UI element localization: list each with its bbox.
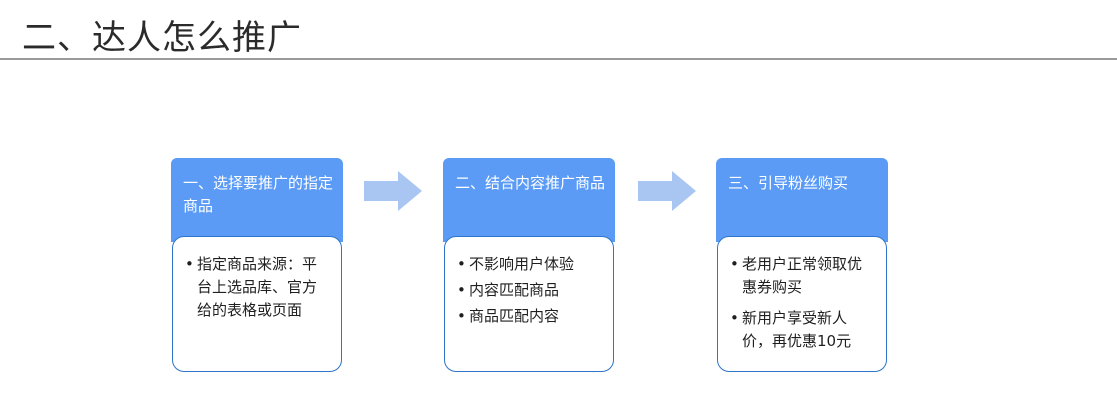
step-2-item-3: 商品匹配内容 — [457, 305, 603, 328]
step-1-list: 指定商品来源：平台上选品库、官方给的表格或页面 — [185, 253, 331, 322]
step-3-heading: 三、引导粉丝购买 — [716, 158, 888, 242]
step-2-body: 不影响用户体验 内容匹配商品 商品匹配内容 — [444, 236, 614, 372]
step-2-list: 不影响用户体验 内容匹配商品 商品匹配内容 — [457, 253, 603, 328]
step-2-item-2: 内容匹配商品 — [457, 279, 603, 302]
step-3-body: 老用户正常领取优惠券购买 新用户享受新人价，再优惠10元 — [717, 236, 887, 372]
right-arrow-icon — [638, 171, 696, 211]
step-2-heading: 二、结合内容推广商品 — [443, 158, 615, 242]
step-3: 三、引导粉丝购买 老用户正常领取优惠券购买 新用户享受新人价，再优惠10元 — [716, 158, 888, 374]
step-3-item-1: 老用户正常领取优惠券购买 — [730, 253, 876, 299]
right-arrow-icon — [364, 171, 422, 211]
step-2: 二、结合内容推广商品 不影响用户体验 内容匹配商品 商品匹配内容 — [443, 158, 615, 374]
step-1-item-1: 指定商品来源：平台上选品库、官方给的表格或页面 — [185, 253, 331, 322]
page-title: 二、达人怎么推广 — [22, 18, 302, 58]
step-2-item-1: 不影响用户体验 — [457, 253, 603, 276]
step-1-heading: 一、选择要推广的指定商品 — [171, 158, 343, 242]
step-1: 一、选择要推广的指定商品 指定商品来源：平台上选品库、官方给的表格或页面 — [171, 158, 343, 374]
title-divider — [0, 58, 1117, 60]
step-3-list: 老用户正常领取优惠券购买 新用户享受新人价，再优惠10元 — [730, 253, 876, 353]
step-3-item-2: 新用户享受新人价，再优惠10元 — [730, 307, 876, 353]
step-1-body: 指定商品来源：平台上选品库、官方给的表格或页面 — [172, 236, 342, 372]
